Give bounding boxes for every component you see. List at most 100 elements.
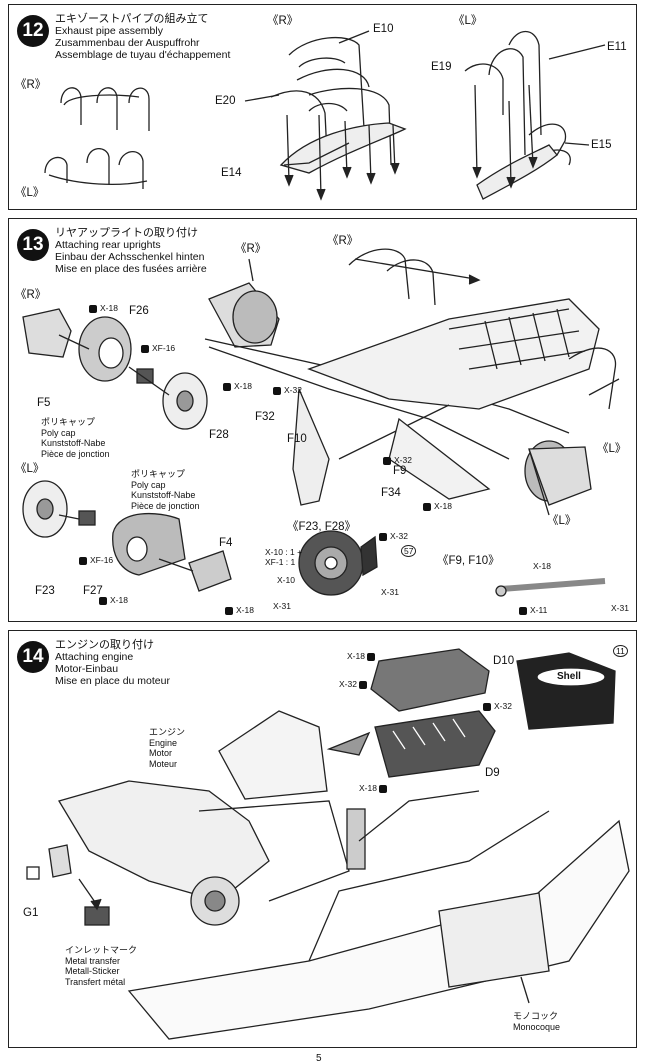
screw-icon: [79, 556, 87, 565]
side-l-small: 《L》: [15, 187, 45, 199]
side-r-main: 《R》: [267, 15, 299, 27]
screw-x18-top: X-18: [347, 651, 378, 661]
engine-note: エンジン Engine Motor Moteur: [149, 727, 186, 769]
step-number-12: 12: [17, 15, 49, 47]
side-l-chassis: 《L》: [597, 443, 627, 455]
part-f26: F26: [129, 305, 149, 317]
screw-icon: [89, 304, 97, 313]
part-f9: F9: [393, 465, 407, 477]
part-f34: F34: [381, 487, 401, 499]
side-l-upright: 《L》: [15, 463, 45, 475]
part-g1: G1: [23, 907, 39, 919]
part-e11: E11: [607, 41, 627, 53]
step-14-title-jp: エンジンの取り付け: [55, 639, 154, 651]
step-14-title-fr: Mise en place du moteur: [55, 675, 170, 687]
screw-x32-a: X-32: [273, 385, 302, 395]
side-l-wheel: 《L》: [547, 515, 577, 527]
part-f32: F32: [255, 411, 275, 423]
screw-x18-c: X-18: [423, 501, 452, 511]
step-number-14: 14: [17, 641, 49, 673]
screw-x10: X-10: [277, 575, 295, 585]
exhaust-illustration: [44, 30, 606, 201]
screw-icon: [519, 606, 527, 615]
screw-icon: [99, 596, 107, 605]
detail-f23-f28-label: 《F23, F28》: [287, 521, 357, 533]
part-d10: D10: [493, 655, 515, 667]
engine-install-illustration: [26, 648, 630, 1040]
step-14-titles: エンジンの取り付け Attaching engine Motor-Einbau …: [55, 639, 170, 687]
monocoque-note: モノコック Monocoque: [513, 1011, 561, 1032]
part-e14: E14: [221, 167, 242, 179]
screw-x18-bottom: X-18: [359, 783, 390, 793]
step-12-title-en: Exhaust pipe assembly: [55, 25, 163, 37]
screw-icon: [379, 784, 388, 793]
part-d9: D9: [485, 767, 500, 779]
page-number: 5: [316, 1053, 322, 1064]
screw-x18-e: X-18: [225, 605, 254, 615]
screw-x31-c: X-31: [611, 603, 629, 613]
part-f28: F28: [209, 429, 229, 441]
part-f10: F10: [287, 433, 307, 445]
screw-x18-d: X-18: [99, 595, 128, 605]
side-l-main: 《L》: [453, 15, 483, 27]
screw-icon: [223, 382, 231, 391]
step-14-title-de: Motor-Einbau: [55, 663, 119, 675]
step-12-titles: エキゾーストパイプの組み立て Exhaust pipe assembly Zus…: [55, 13, 230, 61]
part-f27: F27: [83, 585, 103, 597]
screw-icon: [359, 680, 368, 689]
screw-x32-b: X-32: [383, 455, 412, 465]
screw-icon: [225, 606, 233, 615]
polycap-note-l: ポリキャップ Poly cap Kunststoff-Nabe Pièce de…: [131, 469, 200, 511]
detail-f9-f10-label: 《F9, F10》: [437, 555, 500, 567]
side-r-chassis: 《R》: [327, 235, 359, 247]
screw-icon: [379, 532, 387, 541]
step-13-title-jp: リヤアップライトの取り付け: [55, 227, 198, 239]
screw-icon: [483, 702, 491, 711]
shell-decal-label: Shell: [557, 671, 581, 682]
part-f4: F4: [219, 537, 233, 549]
side-r-upright: 《R》: [15, 289, 47, 301]
polycap-note-r: ポリキャップ Poly cap Kunststoff-Nabe Pièce de…: [41, 417, 110, 459]
part-e15: E15: [591, 139, 612, 151]
part-e20: E20: [215, 95, 236, 107]
screw-x32-right: X-32: [483, 701, 512, 711]
screw-x18-f: X-18: [533, 561, 551, 571]
screw-icon: [423, 502, 431, 511]
part-f23: F23: [35, 585, 55, 597]
screw-x31-a: X-31: [273, 601, 291, 611]
mix-ratio: X-10 : 1 + XF-1 : 1: [265, 547, 303, 567]
side-r-wheel: 《R》: [235, 243, 267, 255]
part-f5: F5: [37, 397, 51, 409]
step-13-title-de: Einbau der Achsschenkel hinten: [55, 251, 205, 263]
inlet-mark-note: インレットマーク Metal transfer Metall-Sticker T…: [65, 945, 138, 987]
ref-11: 11: [613, 645, 628, 657]
screw-x31-b: X-31: [381, 587, 399, 597]
part-e19: E19: [431, 61, 452, 73]
step-12-title-de: Zusammenbau der Auspuffrohr: [55, 37, 200, 49]
step-12-panel: 12 エキゾーストパイプの組み立て Exhaust pipe assembly …: [8, 4, 637, 210]
rear-upright-illustration: [22, 248, 620, 597]
screw-x32-c: X-32: [379, 531, 408, 541]
step-12-title-jp: エキゾーストパイプの組み立て: [55, 13, 209, 25]
step-14-title-en: Attaching engine: [55, 651, 134, 663]
screw-x18-b: X-18: [223, 381, 252, 391]
screw-x18-a: X-18: [89, 303, 118, 313]
screw-icon: [367, 652, 376, 661]
side-r-small: 《R》: [15, 79, 47, 91]
step-13-title-fr: Mise en place des fusées arrière: [55, 263, 207, 275]
part-e10: E10: [373, 23, 394, 35]
step-number-13: 13: [17, 229, 49, 261]
screw-xf16-a: XF-16: [141, 343, 175, 353]
ref-57: 57: [401, 545, 417, 557]
step-12-title-fr: Assemblage de tuyau d'échappement: [55, 49, 231, 61]
step-14-panel: 14 エンジンの取り付け Attaching engine Motor-Einb…: [8, 630, 637, 1048]
step-13-title-en: Attaching rear uprights: [55, 239, 161, 251]
screw-icon: [383, 456, 391, 465]
step-13-titles: リヤアップライトの取り付け Attaching rear uprights Ei…: [55, 227, 207, 275]
screw-icon: [273, 386, 281, 395]
screw-xf16-b: XF-16: [79, 555, 113, 565]
screw-x11: X-11: [519, 605, 547, 615]
screw-icon: [141, 344, 149, 353]
step-13-panel: 13 リヤアップライトの取り付け Attaching rear uprights…: [8, 218, 637, 622]
screw-x32-left: X-32: [339, 679, 370, 689]
